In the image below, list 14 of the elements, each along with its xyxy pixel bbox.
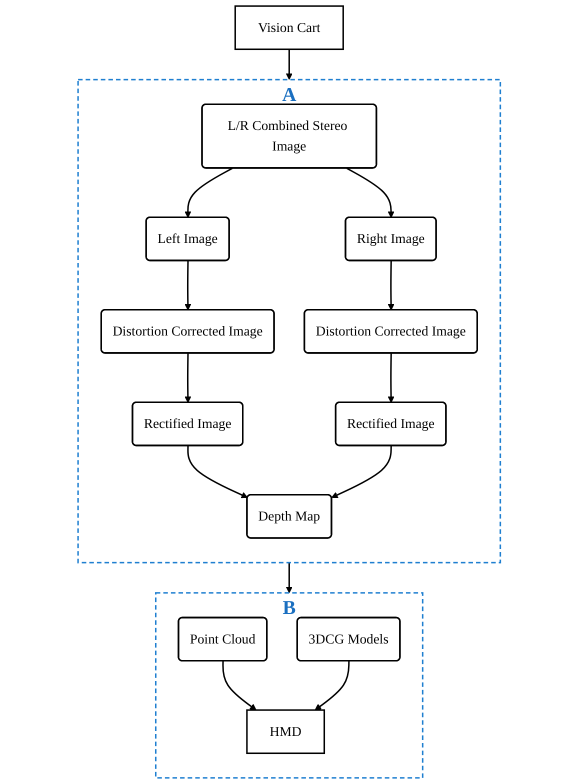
arrow (184, 353, 192, 403)
arrow (332, 446, 392, 498)
arrow (187, 446, 248, 498)
arrow (184, 260, 192, 310)
arrow (346, 168, 395, 218)
arrow (286, 49, 293, 80)
node-box: Vision Cart (234, 5, 344, 50)
arrow (315, 661, 350, 710)
arrow (388, 260, 395, 310)
arrow (184, 168, 233, 218)
arrow (388, 353, 395, 403)
node-box: HMD (246, 709, 326, 754)
arrow (286, 562, 293, 594)
arrow (222, 661, 257, 710)
